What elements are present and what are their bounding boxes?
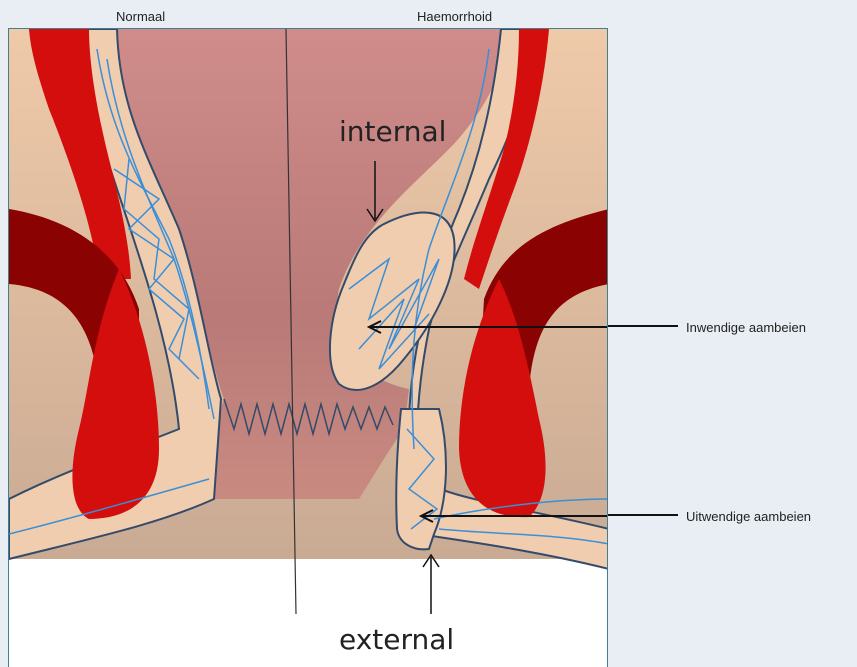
anatomy-diagram: internal external <box>8 28 608 667</box>
anatomy-illustration: internal external <box>9 29 608 667</box>
external-text: external <box>339 623 454 656</box>
normal-label: Normaal <box>116 9 165 24</box>
uitwendig-callout-line <box>608 514 678 516</box>
uitwendige-aambeien-label: Uitwendige aambeien <box>686 509 811 524</box>
inwendig-callout-line <box>608 325 678 327</box>
external-arrow-icon <box>423 555 439 614</box>
haemorrhoid-label: Haemorrhoid <box>417 9 492 24</box>
internal-text: internal <box>339 115 446 148</box>
inwendige-aambeien-label: Inwendige aambeien <box>686 320 806 335</box>
